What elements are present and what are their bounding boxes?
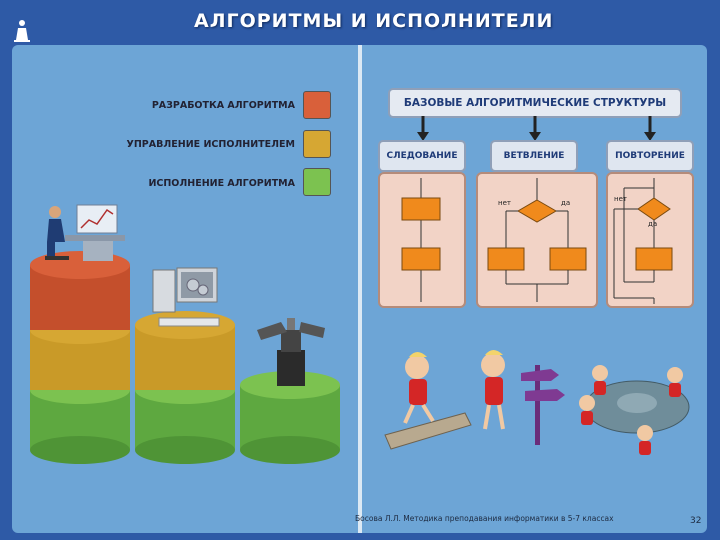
branch-no-label: нет [498, 199, 511, 207]
legend-box-execution [303, 168, 331, 196]
round-track-icon [584, 380, 690, 434]
legend-label-execution: ИСПОЛНЕНИЕ АЛГОРИТМА [148, 178, 295, 189]
loop-yes-label: да [648, 220, 658, 228]
sequence-diagram [401, 178, 441, 302]
kid-at-signpost-icon [481, 350, 505, 430]
struct-branch-label: ВЕТВЛЕНИЕ [490, 140, 578, 172]
logo-icon [10, 18, 34, 44]
signpost-icon [521, 365, 565, 445]
kid-walking-icon [403, 352, 435, 424]
loop-diagram [613, 178, 673, 304]
branch-diagram [487, 178, 587, 302]
loop-no-label: нет [614, 195, 627, 203]
page-number: 32 [690, 516, 702, 526]
branch-yes-label: да [561, 199, 571, 207]
person-at-computer [45, 204, 125, 261]
kids-running-icon [579, 365, 683, 455]
branch-panel [476, 172, 598, 308]
legend-label-control: УПРАВЛЕНИЕ ИСПОЛНИТЕЛЕМ [126, 139, 295, 150]
struct-loop-label: ПОВТОРЕНИЕ [606, 140, 694, 172]
legend-box-development [303, 91, 331, 119]
executor-illustration [30, 204, 340, 464]
cylinder-stack-middle [135, 311, 235, 464]
cylinder-stack-left [30, 251, 130, 464]
structures-banner: БАЗОВЫЕ АЛГОРИТМИЧЕСКИЕ СТРУКТУРЫ [388, 88, 682, 118]
banner-arrows [417, 116, 656, 141]
page-title: АЛГОРИТМЫ И ИСПОЛНИТЕЛИ [194, 10, 554, 32]
panel-divider [358, 45, 362, 533]
legend-box-control [303, 130, 331, 158]
legend-label-development: РАЗРАБОТКА АЛГОРИТМА [151, 100, 295, 111]
sequence-panel [378, 172, 466, 308]
computer-icon [152, 267, 220, 327]
cartoon-illustration [384, 350, 690, 455]
struct-sequence-label: СЛЕДОВАНИЕ [378, 140, 466, 172]
footer-credit: Босова Л.Л. Методика преподавания информ… [355, 514, 614, 523]
loop-panel [606, 172, 694, 308]
robot-icon [257, 318, 325, 386]
